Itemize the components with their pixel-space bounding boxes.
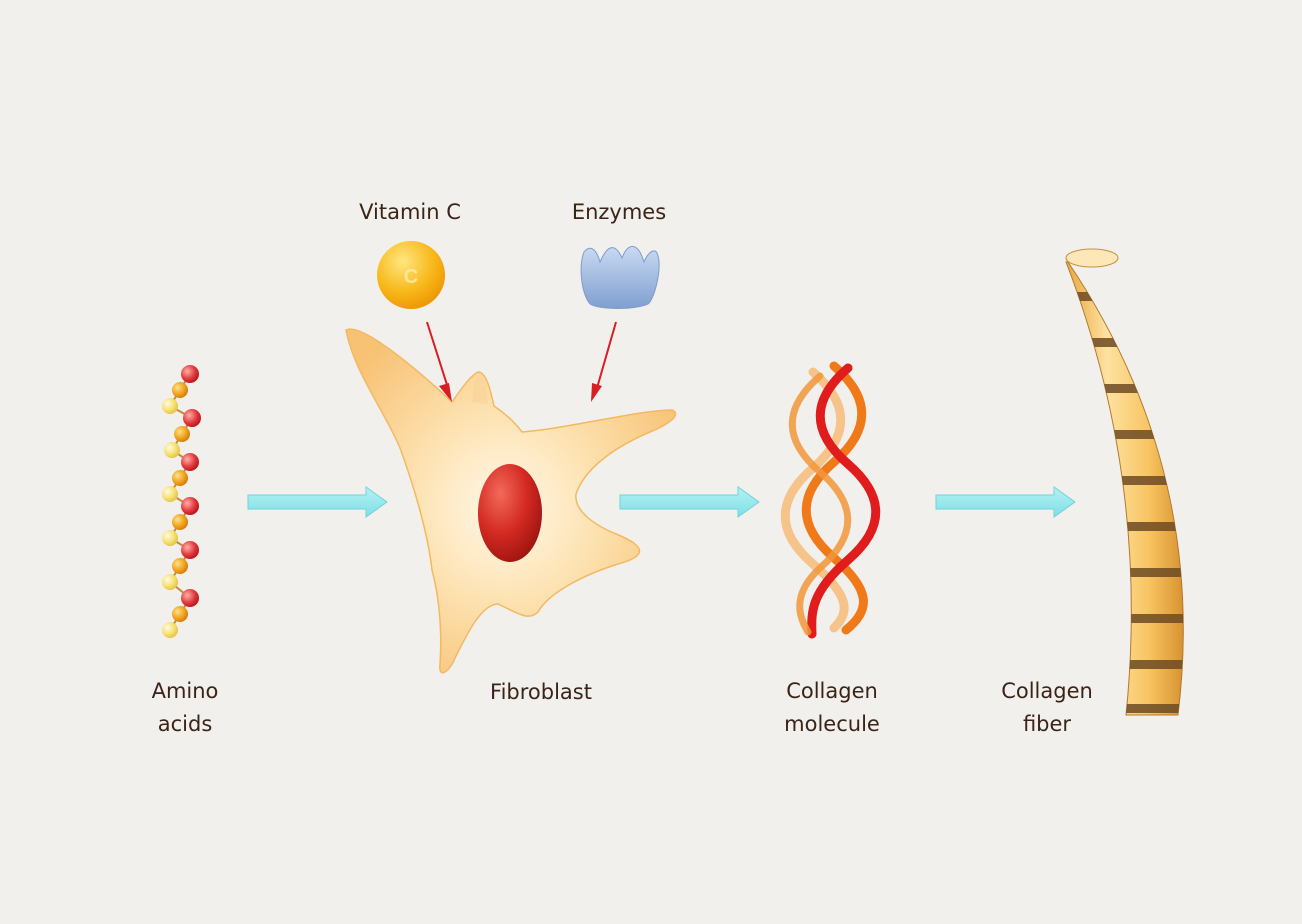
amino-acids-label: Amino acids [151, 679, 219, 736]
vitamin-c-label: Vitamin C [359, 200, 461, 224]
enzymes-label: Enzymes [571, 200, 667, 224]
vitamin-c-badge: C [404, 266, 418, 288]
vitamin-c-pointer-arrow [426, 321, 452, 402]
enzyme-icon [580, 246, 660, 309]
fibroblast-label: Fibroblast [490, 680, 592, 704]
collagen-fiber-label: Collagen fiber [1001, 679, 1093, 736]
vitamin-c-sphere-icon: C [377, 241, 445, 309]
enzymes-pointer-arrow [591, 321, 617, 402]
fibroblast-cell-icon [345, 328, 677, 674]
amino-acid-chain-icon [162, 365, 201, 638]
banded-fiber-icon [1065, 248, 1184, 716]
collagen-molecule-label: Collagen molecule [784, 679, 880, 736]
process-arrow-2 [619, 486, 760, 518]
nucleus [478, 464, 542, 562]
triple-helix-icon [780, 361, 881, 639]
process-arrow-3 [935, 486, 1076, 518]
process-arrow-1 [247, 486, 388, 518]
